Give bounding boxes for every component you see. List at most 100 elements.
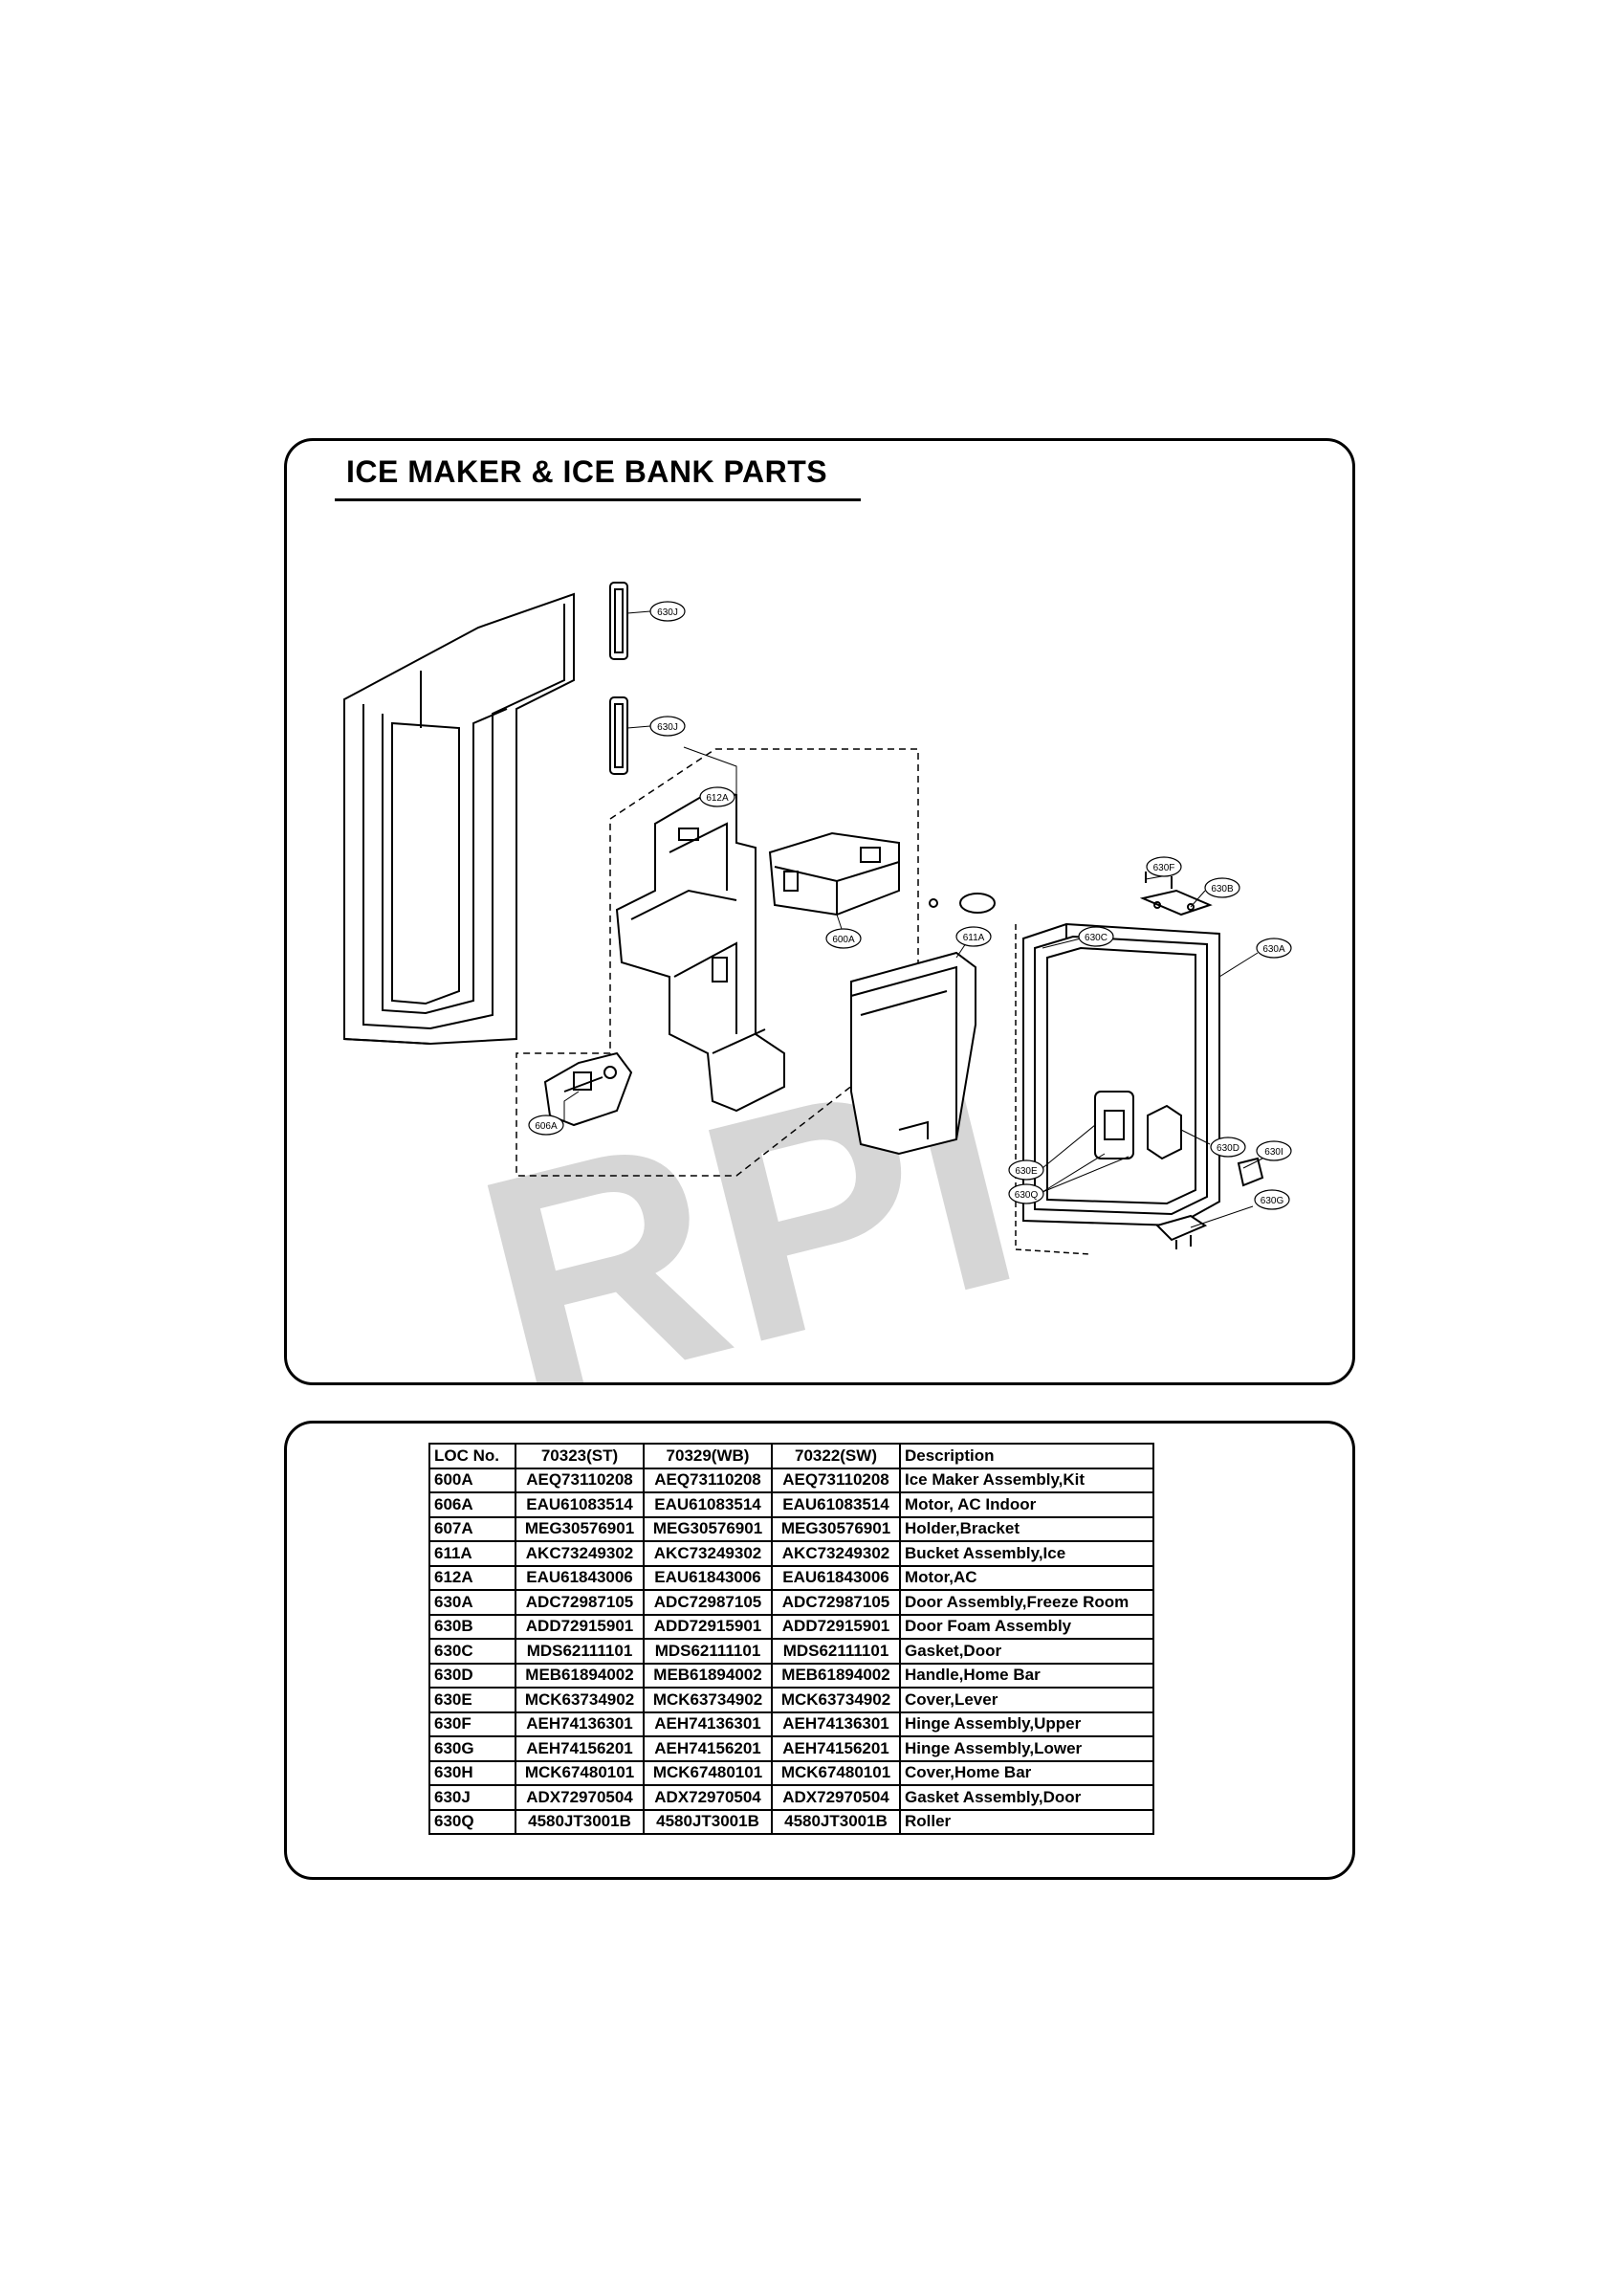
ice-maker-assembly-drawing: [768, 831, 900, 916]
cell-model-st: 4580JT3001B: [515, 1808, 645, 1835]
cell-description: Motor,AC: [899, 1564, 1154, 1591]
cell-model-sw: MCK67480101: [771, 1759, 901, 1786]
cell-loc: 630G: [428, 1735, 516, 1762]
header-model-sw: 70322(SW): [771, 1443, 901, 1469]
cell-model-wb: MEG30576901: [643, 1515, 773, 1542]
callout-630g: 630G: [1261, 1196, 1284, 1206]
hinge-lower-drawing: [1155, 1157, 1264, 1249]
cell-model-sw: 4580JT3001B: [771, 1808, 901, 1835]
cell-description: Cover,Home Bar: [899, 1759, 1154, 1786]
cell-loc: 630F: [428, 1711, 516, 1737]
cell-model-sw: ADC72987105: [771, 1589, 901, 1616]
callout-630f: 630F: [1153, 863, 1175, 873]
table-header-row: LOC No. 70323(ST) 70329(WB) 70322(SW) De…: [428, 1443, 1154, 1469]
exploded-parts-diagram: RPI: [343, 582, 1292, 1382]
cell-loc: 630B: [428, 1613, 516, 1640]
cell-loc: 630H: [428, 1759, 516, 1786]
cell-model-sw: EAU61083514: [771, 1491, 901, 1518]
cell-model-wb: MDS62111101: [643, 1638, 773, 1665]
cell-model-wb: ADC72987105: [643, 1589, 773, 1616]
callout-606a: 606A: [535, 1121, 558, 1132]
cell-model-wb: MEB61894002: [643, 1662, 773, 1689]
cell-model-st: AEH74136301: [515, 1711, 645, 1737]
cell-description: Door Foam Assembly: [899, 1613, 1154, 1640]
cell-model-wb: ADX72970504: [643, 1784, 773, 1811]
cell-model-st: AEH74156201: [515, 1735, 645, 1762]
callout-630d: 630D: [1217, 1143, 1239, 1154]
door-liner-drawing: [343, 592, 575, 1046]
callout-630i: 630I: [1264, 1147, 1283, 1158]
ice-bucket-drawing: [850, 951, 976, 1156]
cell-model-wb: MCK67480101: [643, 1759, 773, 1786]
parts-table: LOC No. 70323(ST) 70329(WB) 70322(SW) De…: [428, 1443, 1154, 1835]
cell-model-sw: MCK63734902: [771, 1687, 901, 1713]
cell-description: Gasket,Door: [899, 1638, 1154, 1665]
cell-model-sw: MEG30576901: [771, 1515, 901, 1542]
cell-loc: 612A: [428, 1564, 516, 1591]
cell-model-sw: AKC73249302: [771, 1540, 901, 1567]
cell-model-sw: AEH74156201: [771, 1735, 901, 1762]
cell-loc: 630A: [428, 1589, 516, 1616]
page-title: ICE MAKER & ICE BANK PARTS: [346, 454, 828, 489]
cell-loc: 630C: [428, 1638, 516, 1665]
header-description: Description: [899, 1443, 1154, 1469]
cell-description: Motor, AC Indoor: [899, 1491, 1154, 1518]
cell-model-wb: ADD72915901: [643, 1613, 773, 1640]
title-underline: [335, 498, 861, 501]
cell-model-wb: AEH74156201: [643, 1735, 773, 1762]
callout-611a: 611A: [963, 933, 985, 943]
cell-model-sw: ADX72970504: [771, 1784, 901, 1811]
callout-630c: 630C: [1085, 933, 1108, 943]
cell-model-wb: EAU61843006: [643, 1564, 773, 1591]
cell-model-st: ADC72987105: [515, 1589, 645, 1616]
cell-loc: 630E: [428, 1687, 516, 1713]
cell-loc: 606A: [428, 1491, 516, 1518]
cell-loc: 607A: [428, 1515, 516, 1542]
callout-600a: 600A: [832, 935, 855, 945]
cell-model-st: EAU61083514: [515, 1491, 645, 1518]
cell-model-st: MEB61894002: [515, 1662, 645, 1689]
cell-loc: 630J: [428, 1784, 516, 1811]
cell-model-st: MCK63734902: [515, 1687, 645, 1713]
cell-model-st: EAU61843006: [515, 1564, 645, 1591]
cell-model-sw: EAU61843006: [771, 1564, 901, 1591]
cell-description: Ice Maker Assembly,Kit: [899, 1467, 1154, 1493]
cell-model-sw: MDS62111101: [771, 1638, 901, 1665]
cell-description: Cover,Lever: [899, 1687, 1154, 1713]
cell-model-st: MEG30576901: [515, 1515, 645, 1542]
cell-model-sw: ADD72915901: [771, 1613, 901, 1640]
gasket-630j-drawing: [609, 582, 628, 775]
callout-630j-upper: 630J: [657, 607, 678, 618]
header-loc: LOC No.: [428, 1443, 516, 1469]
callout-630q: 630Q: [1015, 1190, 1039, 1201]
freezer-door-drawing: [1022, 922, 1220, 1227]
cell-description: Hinge Assembly,Lower: [899, 1735, 1154, 1762]
callout-630e: 630E: [1015, 1166, 1038, 1177]
callout-612a: 612A: [706, 793, 729, 804]
cell-model-wb: 4580JT3001B: [643, 1808, 773, 1835]
cell-loc: 630D: [428, 1662, 516, 1689]
cell-model-st: ADX72970504: [515, 1784, 645, 1811]
cell-model-sw: AEH74136301: [771, 1711, 901, 1737]
cell-description: Holder,Bracket: [899, 1515, 1154, 1542]
header-model-st: 70323(ST): [515, 1443, 645, 1469]
cell-loc: 611A: [428, 1540, 516, 1567]
cell-model-wb: AEQ73110208: [643, 1467, 773, 1493]
cell-description: Door Assembly,Freeze Room: [899, 1589, 1154, 1616]
hinge-upper-drawing: [1139, 872, 1213, 916]
ice-maker-bracket-drawing: [615, 788, 785, 1113]
cell-model-sw: AEQ73110208: [771, 1467, 901, 1493]
